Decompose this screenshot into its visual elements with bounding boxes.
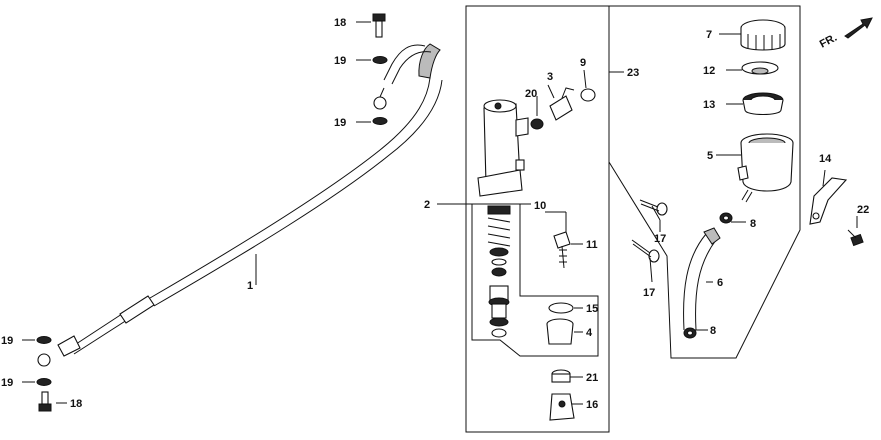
direction-arrow-icon — [844, 17, 873, 39]
hose-clip-upper — [719, 212, 733, 224]
callout-12: 12 — [703, 65, 715, 77]
reservoir-tank — [737, 133, 794, 203]
lower-banjo-bolt — [38, 391, 52, 412]
o-ring-joint — [530, 118, 544, 130]
washer-upper-1 — [372, 56, 388, 64]
direction-label: FR. — [818, 32, 839, 51]
callout-23: 23 — [627, 67, 639, 79]
callout-17a: 17 — [654, 233, 666, 245]
callout-11: 11 — [586, 239, 598, 251]
reservoir-cap — [740, 19, 786, 51]
push-rod-clevis — [549, 393, 575, 421]
callout-22: 22 — [857, 204, 869, 216]
callout-8b: 8 — [710, 325, 716, 337]
reservoir-diaphragm — [742, 92, 784, 116]
assembly-frame — [465, 5, 801, 433]
push-rod-boot — [546, 318, 574, 345]
callout-19a: 19 — [334, 55, 346, 67]
reservoir-plate — [741, 61, 779, 75]
washer-lower-1 — [36, 336, 52, 344]
callout-18a: 18 — [334, 17, 346, 29]
reservoir-stay — [809, 177, 848, 225]
callout-9: 9 — [580, 57, 586, 69]
callout-5: 5 — [707, 150, 713, 162]
callout-14: 14 — [819, 153, 832, 165]
callout-18b: 18 — [70, 398, 82, 410]
callout-3: 3 — [547, 71, 553, 83]
mounting-bolt-lower — [631, 239, 660, 263]
piston-set-outline — [471, 203, 599, 357]
mounting-bolt-upper — [639, 199, 668, 216]
callout-19d: 19 — [1, 377, 13, 389]
hose-joint — [549, 87, 575, 121]
callout-10: 10 — [534, 200, 546, 212]
callout-20: 20 — [525, 88, 537, 100]
callout-2: 2 — [424, 199, 430, 211]
callout-21: 21 — [586, 372, 598, 384]
washer-lower-2 — [36, 378, 52, 386]
callout-16: 16 — [586, 399, 598, 411]
callout-13: 13 — [703, 99, 715, 111]
leader-lines — [22, 21, 858, 405]
reservoir-hose — [683, 227, 721, 331]
washer-upper-2 — [372, 117, 388, 125]
callout-1: 1 — [247, 280, 253, 292]
callout-19c: 19 — [1, 335, 13, 347]
circlip — [548, 302, 574, 314]
brake-hose — [37, 43, 443, 367]
snap-ring-joint — [580, 88, 596, 102]
callout-4: 4 — [586, 327, 593, 339]
upper-banjo-bolt — [372, 13, 386, 38]
push-rod — [553, 231, 571, 269]
piston — [488, 285, 510, 338]
callout-15: 15 — [586, 303, 598, 315]
master-cylinder-body — [477, 99, 529, 197]
stay-bolt — [847, 229, 864, 247]
front-direction-marker: FR. — [818, 17, 873, 51]
callout-17b: 17 — [643, 287, 655, 299]
callout-6: 6 — [717, 277, 723, 289]
callout-19b: 19 — [334, 117, 346, 129]
joint-nut — [551, 369, 571, 383]
hose-clip-lower — [683, 327, 697, 339]
callout-8a: 8 — [750, 218, 756, 230]
callout-7: 7 — [706, 29, 712, 41]
piston-spring — [487, 205, 511, 277]
